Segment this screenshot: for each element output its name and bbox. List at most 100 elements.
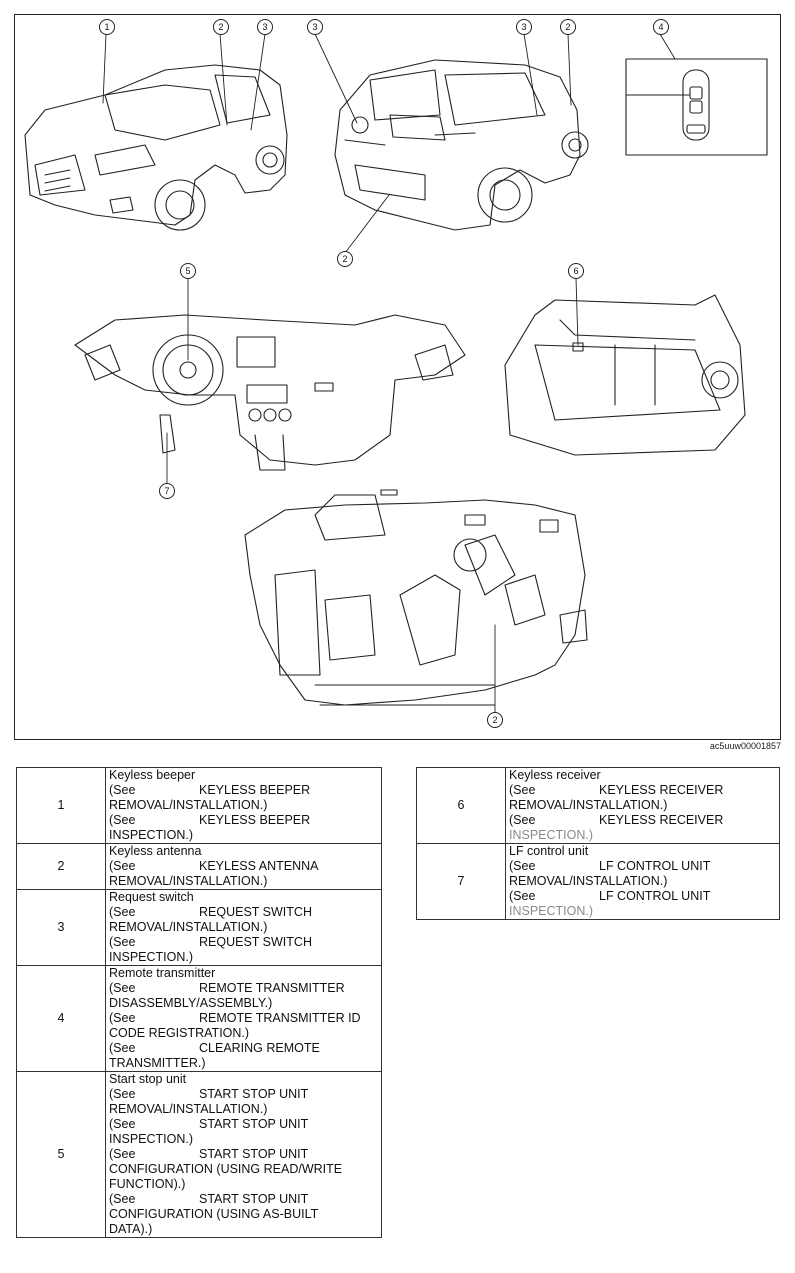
reference-link[interactable]: KEYLESS ANTENNA <box>199 859 319 873</box>
remote-transmitter-inset <box>625 58 768 156</box>
part-title: Keyless antenna <box>109 844 202 858</box>
reference-link[interactable]: LF CONTROL UNIT <box>599 889 711 903</box>
see-label: (See <box>109 1147 136 1161</box>
callout-marker: 2 <box>337 251 353 267</box>
reference-link-continued[interactable]: INSPECTION.) <box>509 904 594 918</box>
part-number: 1 <box>16 767 106 844</box>
reference-link-continued[interactable]: FUNCTION).) <box>109 1177 186 1191</box>
reference-link-continued[interactable]: TRANSMITTER.) <box>109 1056 206 1070</box>
callout-marker: 2 <box>560 19 576 35</box>
see-label: (See <box>109 905 136 919</box>
reference-link[interactable]: KEYLESS BEEPER <box>199 813 311 827</box>
reference-link-continued[interactable]: DISASSEMBLY/ASSEMBLY.) <box>109 996 273 1010</box>
callout-marker: 2 <box>213 19 229 35</box>
see-label: (See <box>109 813 136 827</box>
callout-marker: 3 <box>516 19 532 35</box>
part-title: Start stop unit <box>109 1072 187 1086</box>
table-row: 2 Keyless antenna (See KEYLESS ANTENNA RE… <box>16 843 382 890</box>
see-label: (See <box>109 1041 136 1055</box>
reference-link[interactable]: REMOTE TRANSMITTER ID <box>199 1011 361 1025</box>
reference-link-continued[interactable]: CONFIGURATION (USING READ/WRITE <box>109 1162 343 1176</box>
car-rear-view <box>334 59 589 231</box>
callout-marker: 3 <box>257 19 273 35</box>
reference-link[interactable]: REMOTE TRANSMITTER <box>199 981 345 995</box>
part-description: LF control unit (See LF CONTROL UNIT REMO… <box>505 843 780 920</box>
reference-link[interactable]: LF CONTROL UNIT <box>599 859 711 873</box>
part-number: 3 <box>16 889 106 966</box>
see-label: (See <box>109 935 136 949</box>
callout-marker: 6 <box>568 263 584 279</box>
part-number: 2 <box>16 843 106 890</box>
see-label: (See <box>509 889 536 903</box>
callout-marker: 7 <box>159 483 175 499</box>
see-label: (See <box>109 1117 136 1131</box>
reference-link[interactable]: CLEARING REMOTE <box>199 1041 320 1055</box>
callout-leader-lines <box>102 33 691 713</box>
see-label: (See <box>109 1011 136 1025</box>
reference-link-continued[interactable]: REMOVAL/INSTALLATION.) <box>109 920 268 934</box>
table-row: 7 LF control unit (See LF CONTROL UNIT RE… <box>416 843 780 920</box>
see-label: (See <box>509 783 536 797</box>
part-title: Remote transmitter <box>109 966 216 980</box>
reference-link[interactable]: REQUEST SWITCH <box>199 905 312 919</box>
part-description: Keyless antenna (See KEYLESS ANTENNA REMO… <box>105 843 382 890</box>
reference-link[interactable]: KEYLESS RECEIVER <box>599 783 724 797</box>
component-location-figure: 1 2 3 3 3 2 4 2 5 6 7 2 <box>14 14 781 740</box>
part-number: 4 <box>16 965 106 1072</box>
callout-marker: 3 <box>307 19 323 35</box>
reference-link-continued[interactable]: REMOVAL/INSTALLATION.) <box>109 798 268 812</box>
reference-link[interactable]: START STOP UNIT <box>199 1147 309 1161</box>
reference-link-continued[interactable]: DATA).) <box>109 1222 153 1236</box>
reference-link[interactable]: START STOP UNIT <box>199 1087 309 1101</box>
see-label: (See <box>509 813 536 827</box>
reference-link-continued[interactable]: CODE REGISTRATION.) <box>109 1026 250 1040</box>
reference-link-continued[interactable]: REMOVAL/INSTALLATION.) <box>509 798 668 812</box>
part-number: 6 <box>416 767 506 844</box>
reference-link-continued[interactable]: CONFIGURATION (USING AS-BUILT <box>109 1207 319 1221</box>
see-label: (See <box>109 981 136 995</box>
part-title: LF control unit <box>509 844 589 858</box>
reference-link[interactable]: START STOP UNIT <box>199 1117 309 1131</box>
reference-link-continued[interactable]: INSPECTION.) <box>509 828 594 842</box>
figure-code: ac5uuw00001857 <box>709 741 781 751</box>
part-number: 7 <box>416 843 506 920</box>
reference-link-continued[interactable]: INSPECTION.) <box>109 828 194 842</box>
callout-marker: 4 <box>653 19 669 35</box>
component-illustration <box>24 33 768 713</box>
part-title: Keyless beeper <box>109 768 196 782</box>
reference-link[interactable]: KEYLESS BEEPER <box>199 783 311 797</box>
see-label: (See <box>109 783 136 797</box>
callout-marker: 5 <box>180 263 196 279</box>
reference-link-continued[interactable]: REMOVAL/INSTALLATION.) <box>109 874 268 888</box>
reference-link-continued[interactable]: REMOVAL/INSTALLATION.) <box>109 1102 268 1116</box>
interior-cutaway-view <box>244 489 588 706</box>
reference-link[interactable]: REQUEST SWITCH <box>199 935 312 949</box>
part-title: Keyless receiver <box>509 768 601 782</box>
callout-marker: 1 <box>99 19 115 35</box>
see-label: (See <box>109 859 136 873</box>
car-front-view <box>24 64 288 231</box>
callout-marker: 2 <box>487 712 503 728</box>
reference-link[interactable]: START STOP UNIT <box>199 1192 309 1206</box>
dashboard-view <box>74 314 466 471</box>
reference-link-continued[interactable]: INSPECTION.) <box>109 950 194 964</box>
part-number: 5 <box>16 1071 106 1238</box>
part-title: Request switch <box>109 890 194 904</box>
see-label: (See <box>109 1087 136 1101</box>
reference-link-continued[interactable]: INSPECTION.) <box>109 1132 194 1146</box>
reference-link-continued[interactable]: REMOVAL/INSTALLATION.) <box>509 874 668 888</box>
reference-link[interactable]: KEYLESS RECEIVER <box>599 813 724 827</box>
see-label: (See <box>109 1192 136 1206</box>
